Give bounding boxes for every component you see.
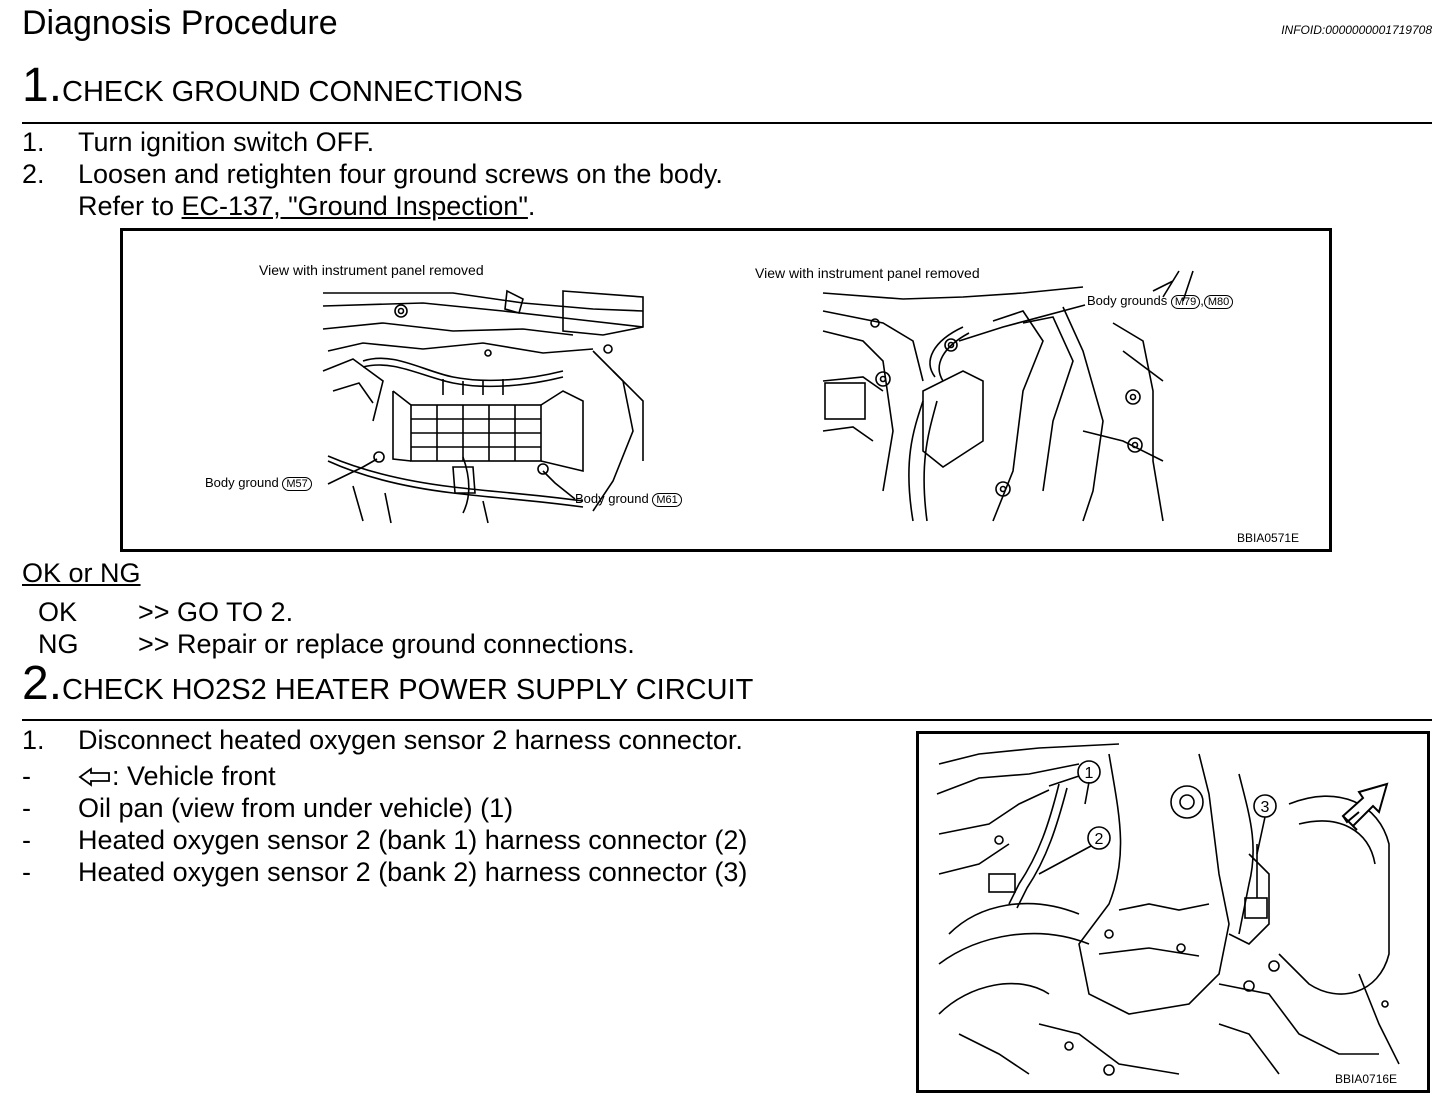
figure-2-code: BBIA0716E [1335,1072,1398,1086]
info-id: INFOID:0000000001719708 [1281,23,1432,37]
page-title: Diagnosis Procedure [22,4,338,42]
step-1-item-1-number: 1. [22,127,45,157]
connector-m79: M79 [1170,295,1201,309]
step-1-item-1: 1. Turn ignition switch OFF. [0,127,1400,159]
ground-connections-illustration [322,270,1194,524]
step-2-item-1-number: 1. [22,725,45,755]
step-2-item-5-text: Heated oxygen sensor 2 (bank 2) harness … [78,857,748,887]
step-2-number: 2. [22,657,63,710]
callout-body-grounds: Body grounds M79,M80 [1087,293,1234,309]
ground-inspection-link[interactable]: EC-137, "Ground Inspection" [181,191,528,221]
step-2-item-2: - : Vehicle front [0,761,880,793]
step-2-item-4-text: Heated oxygen sensor 2 (bank 1) harness … [78,825,748,855]
step-1-title: CHECK GROUND CONNECTIONS [62,76,523,108]
ok-row: OK >> GO TO 2. [38,597,1038,629]
refer-prefix: Refer to [78,191,182,221]
step-2-item-4: - Heated oxygen sensor 2 (bank 1) harnes… [0,825,880,857]
figure-1-code: BBIA0571E [1237,531,1300,545]
callout-1-text: 1 [1085,765,1094,782]
right-view-caption: View with instrument panel removed [755,265,980,281]
step-2-item-2-text: : Vehicle front [112,761,276,791]
ok-action: >> GO TO 2. [138,597,294,627]
step-2-item-1: 1. Disconnect heated oxygen sensor 2 har… [0,725,880,757]
ho2s2-connector-figure: 1 2 3 BBIA0716E [916,731,1430,1093]
ng-row: NG >> Repair or replace ground connectio… [38,629,1038,661]
step-2-title: CHECK HO2S2 HEATER POWER SUPPLY CIRCUIT [62,674,754,706]
step-1-number: 1. [22,59,63,112]
refer-suffix: . [527,191,536,221]
ho2s2-connector-illustration: 1 2 3 [936,743,1400,1076]
step-2-item-3-text: Oil pan (view from under vehicle) (1) [78,793,514,823]
callout-body-ground-m61: Body ground M61 [575,491,682,507]
step-2-item-2-body: : Vehicle front [78,761,276,792]
step-1-heading: 1.CHECK GROUND CONNECTIONS [22,58,523,113]
ok-ng-heading: OK or NG [22,558,141,588]
body-ground-m57-label: Body ground [205,475,279,490]
step-2-item-3-number: - [22,793,31,823]
step-1-divider [22,122,1432,124]
step-2-divider [22,719,1432,721]
step-1-reference: Refer to EC-137, "Ground Inspection". [78,191,535,222]
ok-key: OK [38,597,78,627]
step-2-item-5: - Heated oxygen sensor 2 (bank 2) harnes… [0,857,880,889]
step-2-item-3: - Oil pan (view from under vehicle) (1) [0,793,880,825]
left-view-caption: View with instrument panel removed [259,262,484,278]
connector-m57: M57 [282,477,312,491]
step-2-item-1-text: Disconnect heated oxygen sensor 2 harnes… [78,725,743,755]
step-2-item-2-number: - [22,761,31,791]
vehicle-front-arrow-icon [78,767,110,787]
step-2-heading: 2.CHECK HO2S2 HEATER POWER SUPPLY CIRCUI… [22,656,753,711]
callout-2-text: 2 [1095,831,1104,848]
ng-key: NG [38,629,79,659]
body-grounds-label: Body grounds [1087,293,1168,308]
step-2-item-4-number: - [22,825,31,855]
step-1-item-2-text: Loosen and retighten four ground screws … [78,159,723,189]
callout-body-ground-m57: Body ground M57 [205,475,312,491]
body-ground-m61-label: Body ground [575,491,649,506]
step-2-item-5-number: - [22,857,31,887]
step-1-item-2-number: 2. [22,159,45,189]
ground-connections-figure: View with instrument panel removed View … [120,228,1332,552]
connector-m61: M61 [652,493,682,507]
connector-m80: M80 [1203,295,1234,309]
step-1-item-2: 2. Loosen and retighten four ground scre… [0,159,1400,191]
callout-3-text: 3 [1261,799,1270,816]
step-1-item-1-text: Turn ignition switch OFF. [78,127,375,157]
ng-action: >> Repair or replace ground connections. [138,629,635,659]
